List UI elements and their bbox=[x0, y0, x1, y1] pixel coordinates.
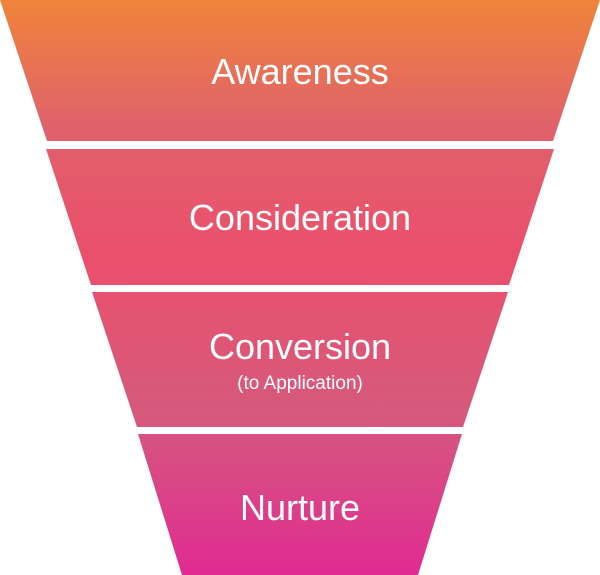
funnel-stage-consideration-label: Consideration bbox=[189, 197, 411, 238]
funnel-stage-conversion: Conversion (to Application) bbox=[92, 292, 508, 427]
funnel-stage-conversion-shape bbox=[92, 292, 508, 427]
funnel-stage-nurture-label: Nurture bbox=[240, 487, 360, 528]
funnel-stage-awareness-label: Awareness bbox=[211, 51, 388, 92]
funnel-stage-conversion-label: Conversion bbox=[209, 326, 391, 367]
funnel-stage-consideration: Consideration bbox=[46, 149, 554, 285]
funnel-stage-consideration-shape bbox=[46, 149, 554, 285]
funnel-stage-conversion-sublabel: (to Application) bbox=[237, 373, 363, 394]
funnel-stage-nurture: Nurture bbox=[138, 434, 462, 575]
funnel-stage-awareness-shape bbox=[0, 0, 600, 141]
funnel-stage-nurture-shape bbox=[138, 434, 462, 575]
funnel-stage-awareness: Awareness bbox=[0, 0, 600, 141]
